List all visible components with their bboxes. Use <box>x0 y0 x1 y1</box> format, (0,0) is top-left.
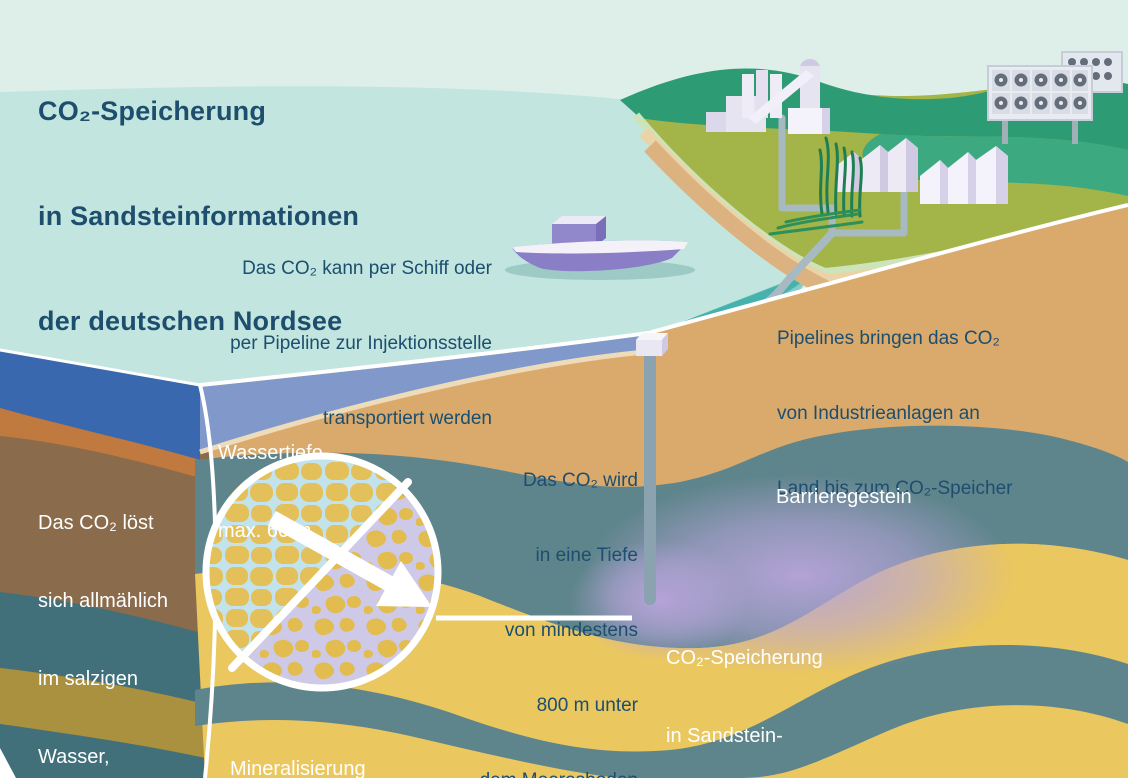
mineralized-sandstone <box>204 454 400 652</box>
arrow-icon <box>268 511 432 607</box>
title-line: CO₂-Speicherung <box>38 96 267 126</box>
side-top-edge <box>0 348 201 387</box>
pipeline-plant <box>778 114 836 237</box>
seafloor-line <box>199 349 646 455</box>
page-title: CO₂-Speicherung in Sandsteinformationen … <box>38 24 359 409</box>
reeds <box>768 136 864 236</box>
label-barrier-rock: Barrieregestein <box>776 486 912 508</box>
divider-line <box>228 478 412 672</box>
label-storage: CO₂-Speicherung in Sandstein- formatione… <box>666 647 823 747</box>
water-depth-wedge <box>200 335 645 452</box>
co2-plume-glow-small <box>570 540 750 660</box>
magnifier-circle <box>202 452 442 692</box>
ship <box>505 216 695 280</box>
sea-surface <box>0 86 820 386</box>
note-injection-depth: Das CO₂ wird in eine Tiefe von mindesten… <box>480 470 638 778</box>
injection-well <box>636 333 668 605</box>
note-dissolution: Das CO₂ löst sich allmählich im salzigen… <box>38 512 169 768</box>
pores-with-co2 <box>244 492 440 690</box>
dac-fan-units <box>987 51 1123 144</box>
label-mineralization: Mineralisierung über Jahrtausende <box>230 758 366 778</box>
title-line: der deutschen Nordsee <box>38 306 343 336</box>
front-top-edge <box>199 203 1128 387</box>
cross-section-side-face <box>0 350 216 778</box>
title-line: in Sandsteinformationen <box>38 201 360 231</box>
note-pipelines: Pipelines bringen das CO₂ von Industriea… <box>777 328 1013 499</box>
pipeline-factory <box>828 190 908 237</box>
barrier-rock-band-2 <box>195 644 1128 778</box>
note-water-depth: Wassertiefe max. 60 m <box>218 442 323 542</box>
factory-halls <box>836 138 1008 204</box>
note-transport: Das CO₂ kann per Schiff oder per Pipelin… <box>230 258 492 429</box>
industrial-plant <box>706 59 830 134</box>
magnifier-ring <box>202 452 442 692</box>
